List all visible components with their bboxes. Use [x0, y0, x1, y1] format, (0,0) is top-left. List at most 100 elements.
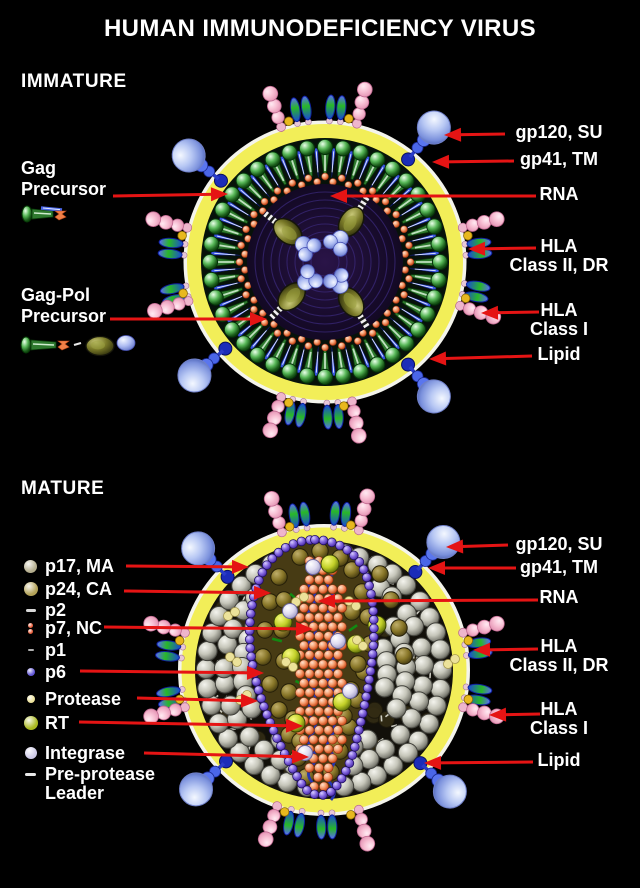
p6-icon — [26, 668, 35, 676]
gp-spike — [331, 147, 337, 178]
arrow-mature-rna — [318, 593, 539, 608]
hla-class1-chain — [457, 211, 505, 241]
arrow-mature-lipid — [424, 755, 534, 770]
immature-label-gp41-tm: gp41, TM — [519, 149, 598, 169]
hla-class1-chain — [458, 615, 505, 646]
hla-class1-chain — [346, 488, 376, 536]
hla-class2-pair — [289, 95, 312, 127]
gp-spike — [236, 186, 261, 207]
integrase-icon — [24, 747, 37, 759]
section-heading-mature: MATURE — [21, 478, 105, 499]
gag-pol-complex — [269, 264, 324, 320]
gp-spike — [279, 340, 293, 369]
gp-spike — [397, 200, 424, 218]
arrow-immature-gp120 — [444, 127, 506, 142]
p1-icon — [27, 649, 34, 651]
hla-class1-chain — [262, 392, 294, 439]
page-title: HUMAN IMMUNODEFICIENCY VIRUS — [103, 15, 537, 42]
gp120-spike — [413, 756, 467, 809]
gp-spike — [409, 268, 440, 274]
immature-label-gag-precursor: Gag Precursor — [21, 158, 107, 199]
legend-item-p2: p2 — [16, 599, 66, 621]
gp-spike — [409, 250, 440, 256]
hla-class2-pair — [316, 809, 338, 840]
gp-spike — [380, 173, 401, 198]
mature-label-gp41-tm: gp41, TM — [519, 557, 598, 577]
hla-class2-pair — [283, 806, 306, 838]
gp-spike — [226, 200, 253, 218]
gp120-spike — [408, 525, 461, 579]
arrows-layer — [78, 127, 541, 770]
arrow-mature-p17 — [125, 559, 249, 574]
arrow-mature-integrase — [143, 749, 309, 764]
hla-class2-pair — [155, 640, 187, 662]
arrow-mature-p24 — [123, 585, 271, 600]
gag-pol-precursor-glyph — [20, 335, 136, 357]
legend-item-p7-nc: p7, NC — [16, 617, 102, 639]
gp-spike — [218, 216, 247, 230]
gag-pol-complex — [322, 267, 370, 329]
gp120-spike — [177, 341, 233, 393]
legend-item-integrase: Integrase — [16, 742, 125, 764]
legend-item-pre-protease-leader: Pre-protease Leader — [16, 765, 155, 803]
hla-class1-chain — [147, 288, 194, 319]
gp-spike — [263, 334, 281, 361]
gag-pol-complex — [263, 211, 322, 262]
gp-spike — [369, 334, 387, 361]
gp-spike — [331, 346, 337, 377]
hla-class1-chain — [346, 804, 376, 852]
gp-spike — [210, 250, 241, 256]
gp-spike — [403, 216, 432, 230]
hla-class2-pair — [329, 500, 352, 532]
arrow-mature-gp120 — [446, 539, 509, 554]
mature-label-rna: RNA — [539, 587, 579, 607]
gp-spike — [369, 163, 387, 190]
gp-spike — [407, 233, 437, 243]
p17-ma-icon — [24, 559, 37, 573]
gp-spike — [249, 173, 270, 198]
arrow-mature-hla-class2 — [473, 642, 539, 657]
hla-class2-pair — [322, 399, 344, 430]
mature-label-gp120-su: gp120, SU — [515, 534, 603, 554]
p2-icon — [25, 608, 36, 612]
arrow-mature-gp41 — [428, 561, 516, 575]
arrow-mature-p6 — [79, 665, 264, 680]
gp-spike — [344, 150, 354, 180]
arrow-immature-gp41 — [432, 154, 515, 169]
hla-class2-pair — [157, 237, 189, 260]
gp-spike — [403, 294, 432, 308]
hla-class2-pair — [325, 94, 347, 126]
immature-label-rna: RNA — [539, 184, 579, 204]
gp-spike — [296, 344, 306, 374]
legend-item-p6: p6 — [16, 661, 66, 683]
immature-label-gp120-su: gp120, SU — [515, 122, 603, 142]
gp-spike — [407, 281, 437, 291]
protease-icon — [26, 695, 35, 703]
legend-item-p1: p1 — [16, 639, 66, 661]
p24-ca-icon — [23, 582, 38, 596]
immature-label-lipid: Lipid — [537, 344, 581, 364]
mature-label-hla-class1: HLA Class I — [529, 699, 589, 738]
mature-label-hla-class2: HLA Class II, DR — [509, 636, 609, 675]
gp-spike — [279, 155, 293, 184]
immature-label-hla-class2: HLA Class II, DR — [509, 236, 609, 275]
gp120-spike — [171, 138, 228, 188]
p7-nc-icon — [28, 622, 33, 634]
hla-class1-chain — [145, 211, 193, 241]
gp120-spike — [179, 754, 233, 807]
gp-spike — [357, 155, 371, 184]
hla-class1-chain — [257, 801, 290, 848]
gp-spike — [218, 294, 247, 308]
arrow-mature-protease — [136, 693, 258, 708]
arrow-immature-gag-precursor — [112, 187, 228, 202]
arrow-mature-p7 — [103, 621, 313, 636]
gp-spike — [389, 317, 414, 338]
arrow-immature-gag-pol-precursor — [110, 312, 267, 326]
gp-spike — [397, 306, 424, 324]
gp-spike — [213, 233, 243, 243]
gp-spike — [263, 163, 281, 190]
mature-virion — [143, 488, 505, 852]
gag-pol-complex — [323, 195, 370, 257]
hla-class1-chain — [263, 491, 295, 538]
